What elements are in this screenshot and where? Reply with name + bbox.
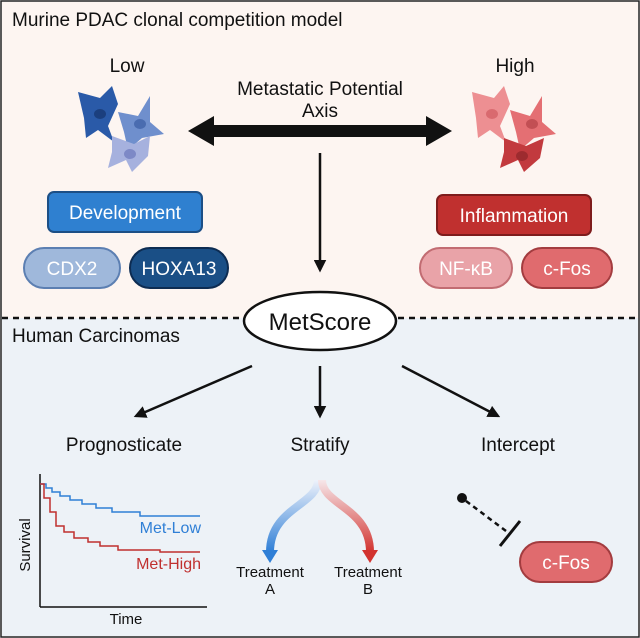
- metscore-node: [242, 290, 398, 352]
- hoxa13-pill: [129, 247, 229, 289]
- fork-branch-b: [318, 479, 374, 553]
- cdx2-label: CDX2: [47, 259, 98, 280]
- inhibitor-icon: [457, 493, 522, 547]
- development-label: Development: [69, 203, 182, 224]
- stratify-fork-icon: [262, 479, 378, 563]
- hoxa13-label: HOXA13: [142, 259, 217, 280]
- survival-curve-plot: Met-Low Met-High Survival Time: [17, 474, 207, 628]
- cfos-pill: [521, 247, 613, 289]
- stratify-label: Stratify: [290, 435, 350, 456]
- arrow-to-intercept: [401, 364, 501, 418]
- met-high-curve: [40, 483, 200, 553]
- km-y-label: Survival: [17, 518, 34, 571]
- inflammation-box: [436, 194, 592, 236]
- treatment-b-line1: Treatment: [334, 564, 403, 581]
- high-potential-cells-icon: [472, 86, 556, 172]
- met-low-curve: [40, 483, 200, 517]
- axis-label-line1: Metastatic Potential: [237, 79, 403, 100]
- bottom-section-title: Human Carcinomas: [12, 326, 180, 347]
- inhibitor-dot: [457, 493, 467, 503]
- axis-label-line2: Axis: [302, 101, 338, 122]
- fork-arrowhead-a: [262, 550, 278, 563]
- treatment-a-line2: A: [265, 581, 275, 598]
- km-x-label: Time: [110, 611, 143, 628]
- bottom-section-bg: [2, 318, 638, 636]
- treatment-b-line2: B: [363, 581, 373, 598]
- cfos-target-label: c-Fos: [542, 553, 590, 574]
- cfos-target-pill: [519, 541, 613, 583]
- fork-arrowhead-b: [362, 550, 378, 563]
- cfos-label: c-Fos: [543, 259, 591, 280]
- fork-branch-a: [266, 479, 322, 553]
- inflammation-label: Inflammation: [460, 206, 569, 227]
- inhibitor-bar: [498, 520, 522, 547]
- treatment-a-line1: Treatment: [236, 564, 305, 581]
- inhibitor-dashed-line: [465, 500, 511, 535]
- cdx2-pill: [23, 247, 121, 289]
- high-label: High: [495, 56, 534, 77]
- low-potential-cells-icon: [78, 86, 164, 172]
- met-low-label: Met-Low: [140, 520, 202, 537]
- low-label: Low: [110, 56, 145, 77]
- nfkb-pill: [419, 247, 513, 289]
- metastatic-axis-double-arrow: [188, 116, 452, 146]
- met-high-label: Met-High: [136, 556, 201, 573]
- intercept-label: Intercept: [481, 435, 556, 456]
- nfkb-label: NF-κB: [439, 259, 493, 280]
- development-box: [47, 191, 203, 233]
- prognosticate-label: Prognosticate: [66, 435, 182, 456]
- top-section-title: Murine PDAC clonal competition model: [12, 10, 343, 31]
- arrow-to-prognosticate: [133, 364, 253, 418]
- metscore-label: MetScore: [269, 309, 372, 336]
